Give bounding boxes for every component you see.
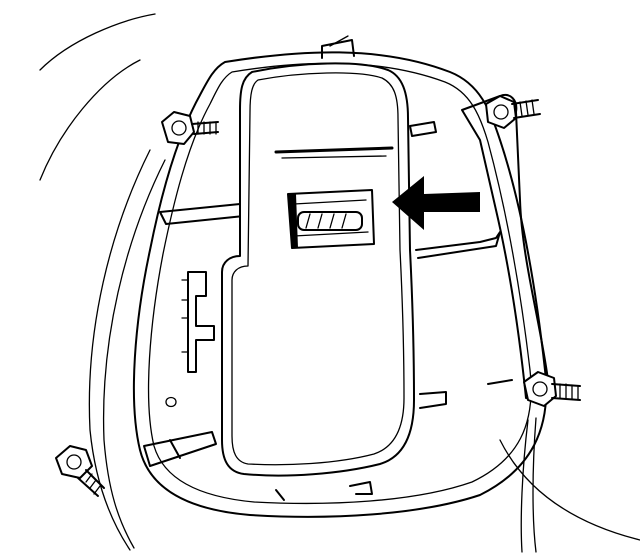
bolt-upper-left bbox=[161, 111, 219, 145]
indicator-arrow-icon bbox=[392, 176, 480, 230]
bolt-lower-right bbox=[523, 371, 581, 407]
bolt-lower-left bbox=[55, 445, 105, 497]
body-panel-lines bbox=[39, 13, 640, 553]
resistor-connector bbox=[287, 189, 375, 249]
bolt-upper-right bbox=[485, 95, 541, 129]
blower-motor-resistor-cover bbox=[221, 62, 415, 477]
